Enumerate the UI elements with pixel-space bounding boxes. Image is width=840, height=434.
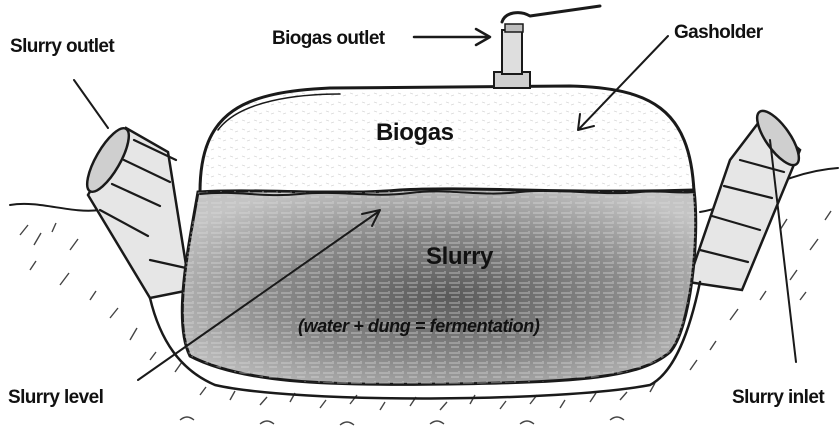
slurry-outlet-pipe <box>80 123 190 298</box>
biogas-outlet-pipe <box>494 6 600 88</box>
gasholder-label: Gasholder <box>674 22 764 43</box>
slurry-formula-label: (water + dung = fermentation) <box>298 316 540 336</box>
slurry-inlet-label: Slurry inlet <box>732 387 825 408</box>
slurry-inlet-pipe <box>688 105 806 290</box>
slurry-label: Slurry <box>426 243 494 270</box>
slurry-level-label: Slurry level <box>8 387 103 408</box>
biogas-label: Biogas <box>376 119 454 146</box>
biogas-outlet-label: Biogas outlet <box>272 28 386 49</box>
slurry-tank <box>182 189 695 385</box>
slurry-outlet-label: Slurry outlet <box>10 36 115 57</box>
slurry-outlet-leader <box>74 80 108 128</box>
